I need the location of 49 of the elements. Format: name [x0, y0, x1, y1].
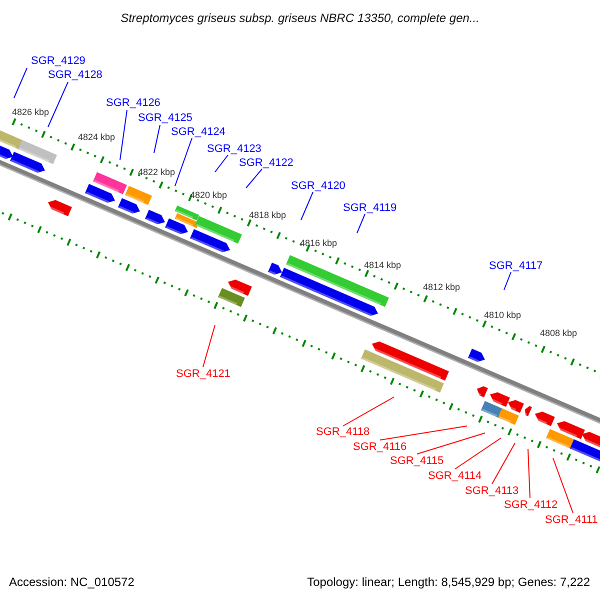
- leader-line: [48, 82, 68, 128]
- gene-label: SGR_4126: [106, 97, 160, 109]
- gene-label: SGR_4116: [353, 441, 407, 453]
- leader-line: [120, 110, 128, 160]
- gene-label: SGR_4112: [504, 499, 558, 511]
- gene-label: SGR_4121: [176, 368, 230, 380]
- scale-label: 4810 kbp: [484, 309, 522, 321]
- leader-line: [492, 442, 516, 484]
- scale-label: 4814 kbp: [364, 259, 402, 271]
- gene-label: SGR_4128: [48, 69, 102, 81]
- gene-label: SGR_4113: [465, 485, 519, 497]
- gene-label: SGR_4114: [428, 470, 482, 482]
- leader-line: [504, 272, 512, 290]
- gene-label: SGR_4118: [316, 426, 370, 438]
- leader-line: [342, 396, 394, 426]
- gene-label: SGR_4117: [489, 260, 543, 272]
- footer-text: Accession: NC_010572: [9, 575, 134, 589]
- scale-label: 4818 kbp: [249, 209, 286, 221]
- leader-line: [202, 324, 216, 368]
- leader-line: [552, 458, 574, 514]
- scale-label: 4816 kbp: [300, 237, 338, 249]
- leader-line: [14, 68, 28, 98]
- gene-label: SGR_4122: [239, 157, 294, 169]
- scale-label: 4820 kbp: [190, 189, 228, 201]
- gene-label: SGR_4123: [207, 143, 262, 155]
- gene-label: SGR_4115: [390, 455, 444, 467]
- gene-label: SGR_4129: [31, 55, 86, 67]
- gene-label: SGR_4111: [545, 514, 598, 526]
- footer-text: Topology: linear; Length: 8,545,929 bp; Genes: 7,222: [307, 575, 590, 589]
- gene-label: SGR_4120: [291, 180, 346, 192]
- gene-label: SGR_4125: [138, 112, 192, 124]
- leader-line: [528, 448, 530, 498]
- leader-line: [454, 438, 502, 470]
- leader-line: [356, 214, 366, 234]
- leader-line: [154, 124, 160, 154]
- scale-label: 4824 kbp: [78, 131, 116, 143]
- gene-label: SGR_4124: [171, 126, 226, 138]
- scale-label: 4822 kbp: [138, 166, 176, 178]
- leader-line: [246, 168, 262, 188]
- scale-label: 4808 kbp: [540, 327, 578, 339]
- leader-line: [300, 192, 314, 220]
- leader-line: [416, 432, 486, 454]
- scale-label: 4812 kbp: [423, 281, 460, 293]
- leader-line: [380, 426, 468, 440]
- leader-line: [214, 154, 228, 172]
- gene-label: SGR_4119: [343, 202, 397, 214]
- leader-line: [174, 138, 192, 186]
- title: Streptomyces griseus subsp. griseus NBRC 13350, complete gen...: [120, 11, 480, 25]
- scale-label: 4826 kbp: [12, 106, 50, 118]
